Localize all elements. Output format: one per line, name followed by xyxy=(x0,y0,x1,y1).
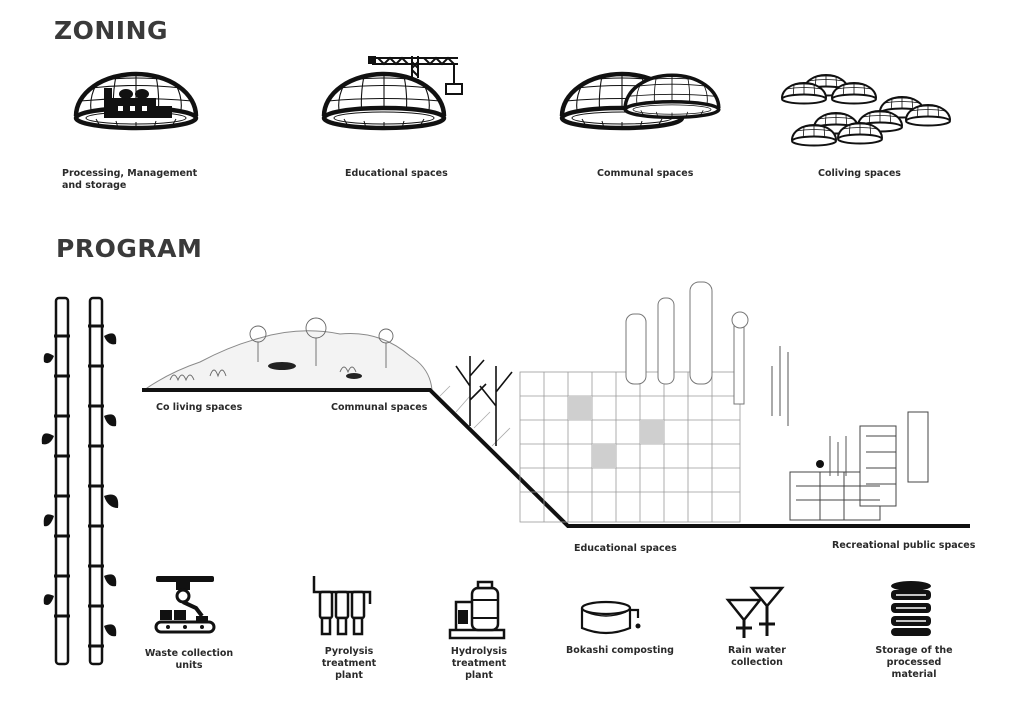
label-communal: Communal spaces xyxy=(331,402,428,413)
zoning-title: ZONING xyxy=(54,16,169,45)
zoning-label-processing: Processing, Management and storage xyxy=(62,168,198,191)
label-educational: Educational spaces xyxy=(574,543,677,554)
double-dome-icon xyxy=(560,72,721,156)
bamboo-icon xyxy=(40,296,122,668)
filter-tanks-icon xyxy=(310,574,376,638)
program-label-waste-collection: Waste collection units xyxy=(144,648,234,671)
program-label-storage: Storage of the processed material xyxy=(875,645,953,680)
conveyor-robot-icon xyxy=(154,574,216,636)
landscape-section-illustration xyxy=(140,276,974,532)
storage-stack-icon xyxy=(888,580,934,638)
label-co-living: Co living spaces xyxy=(156,402,243,413)
compost-bin-icon xyxy=(578,600,642,636)
program-title: PROGRAM xyxy=(56,234,203,263)
program-label-pyrolysis: Pyrolysis treatment plant xyxy=(321,646,377,681)
crane-dome-icon xyxy=(322,52,468,152)
dome-cluster-icon xyxy=(778,70,954,154)
program-label-bokashi: Bokashi composting xyxy=(566,645,674,656)
program-label-hydrolysis: Hydrolysis treatment plant xyxy=(450,646,508,681)
rain-funnel-icon xyxy=(725,584,785,640)
zoning-label-coliving: Coliving spaces xyxy=(818,168,901,179)
hydrolysis-tank-icon xyxy=(448,580,506,640)
zoning-label-educational: Educational spaces xyxy=(345,168,448,179)
zoning-label-communal: Communal spaces xyxy=(597,168,694,179)
program-label-rain-water: Rain water collection xyxy=(728,645,786,668)
label-recreational: Recreational public spaces xyxy=(832,540,976,551)
factory-dome-icon xyxy=(74,72,198,152)
